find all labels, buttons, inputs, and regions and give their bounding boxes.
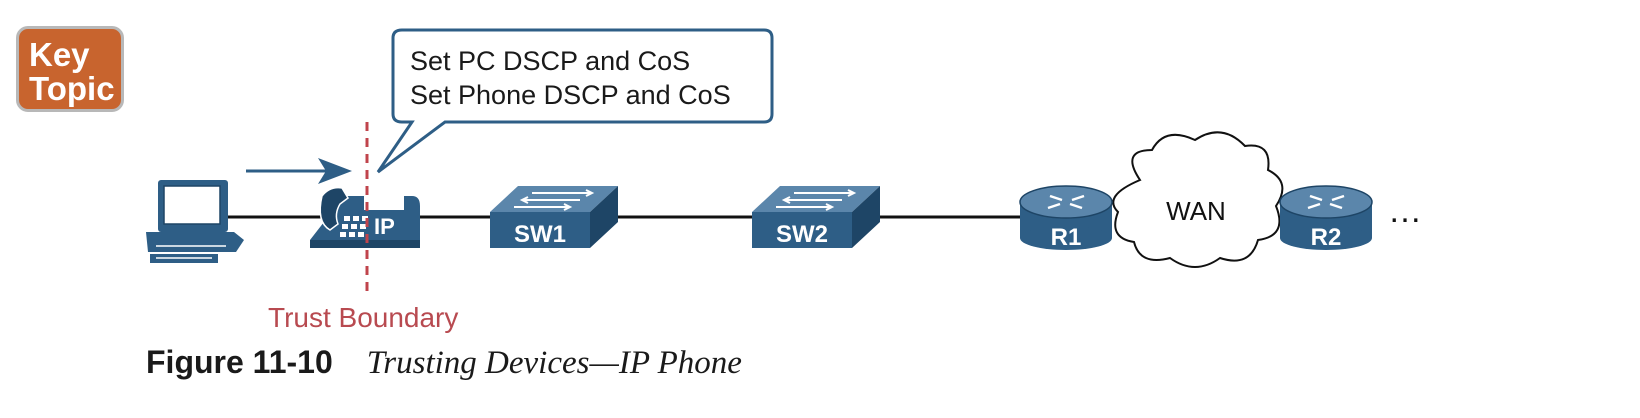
traffic-arrow <box>246 158 352 184</box>
callout-line1: Set PC DSCP and CoS <box>410 46 691 76</box>
figure-title: Trusting Devices—IP Phone <box>366 345 742 381</box>
ip-phone-icon: IP <box>310 186 420 248</box>
continuation-ellipsis: … <box>1388 192 1422 230</box>
router-r1-icon: R1 <box>1019 185 1113 251</box>
switch-sw1-label: SW1 <box>514 221 566 248</box>
pc-icon <box>146 180 244 263</box>
trust-boundary-label: Trust Boundary <box>268 302 459 333</box>
router-r2-icon: R2 <box>1279 185 1373 251</box>
router-r2-label: R2 <box>1311 224 1342 251</box>
key-topic-line2: Topic <box>29 70 115 107</box>
switch-sw1-icon: SW1 <box>490 186 618 248</box>
wan-cloud-icon: WAN <box>1112 131 1284 268</box>
switch-sw2-label: SW2 <box>776 221 828 248</box>
phone-label: IP <box>374 214 395 239</box>
callout-bubble <box>376 28 774 174</box>
callout-text: Set PC DSCP and CoS Set Phone DSCP and C… <box>410 44 731 112</box>
wan-label: WAN <box>1166 196 1226 226</box>
key-topic-badge: Key Topic <box>16 26 124 112</box>
router-r1-label: R1 <box>1051 224 1082 251</box>
figure-caption: Figure 11-10 Trusting Devices—IP Phone <box>146 344 742 382</box>
switch-sw2-icon: SW2 <box>752 186 880 248</box>
callout-line2: Set Phone DSCP and CoS <box>410 80 731 110</box>
key-topic-line1: Key <box>29 36 90 73</box>
figure-number: Figure 11-10 <box>146 344 333 380</box>
